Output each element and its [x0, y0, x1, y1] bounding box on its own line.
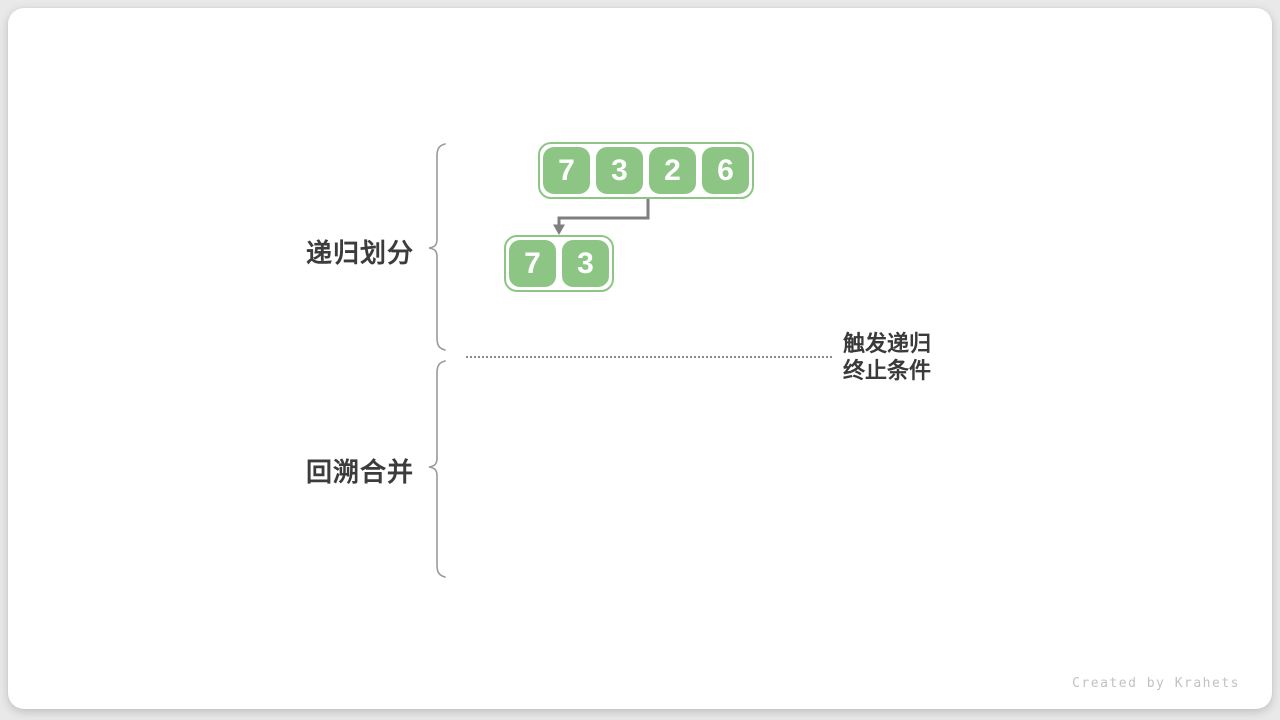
split-arrow-icon	[553, 199, 650, 235]
brace-merge-icon	[428, 360, 446, 578]
diagram-card	[8, 8, 1272, 709]
array-cell: 7	[509, 240, 556, 287]
watermark: Created by Krahets	[1072, 676, 1240, 691]
base-case-divider	[466, 356, 832, 358]
brace-divide-icon	[428, 143, 446, 351]
array-cell: 3	[562, 240, 609, 287]
array-cell: 7	[543, 147, 590, 194]
phase-label-merge: 回溯合并	[306, 457, 415, 487]
array-container-4: 7 3 2 6	[538, 142, 754, 199]
phase-label-divide: 递归划分	[306, 238, 415, 268]
array-cell: 2	[649, 147, 696, 194]
base-case-note-line1: 触发递归	[843, 331, 932, 356]
array-container-2: 7 3	[504, 235, 614, 292]
array-cell: 3	[596, 147, 643, 194]
base-case-note: 触发递归 终止条件	[843, 330, 931, 384]
base-case-note-line2: 终止条件	[843, 358, 932, 383]
array-cell: 6	[702, 147, 749, 194]
